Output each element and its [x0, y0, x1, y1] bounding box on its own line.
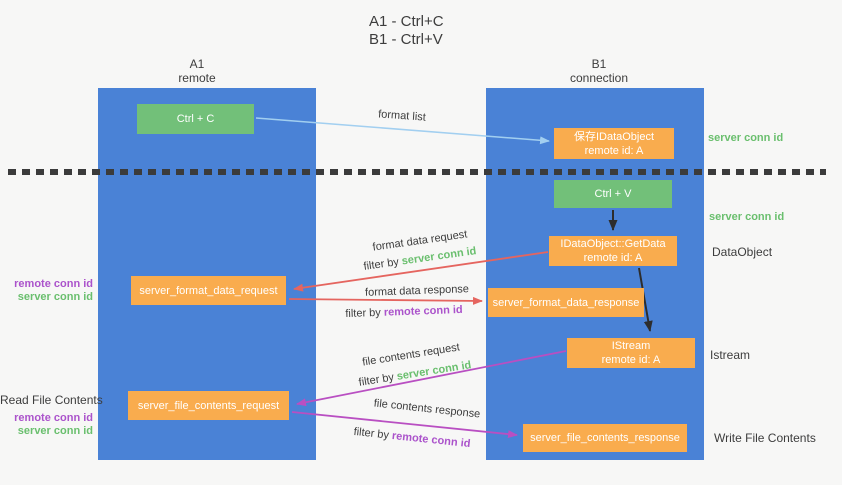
- node-save-idataobject: 保存IDataObject remote id: A: [554, 128, 674, 159]
- left-label-server-conn-id-mid: server conn id: [17, 291, 93, 303]
- left-label-remote-conn-id-bottom: remote conn id: [14, 412, 93, 424]
- right-label-server-conn-id-mid: server conn id: [709, 211, 785, 223]
- arrow-label-file-contents-response: file contents response: [373, 397, 481, 421]
- arrow-label-format-data-response: format data response: [364, 283, 470, 299]
- remote-conn-id-text: remote conn id: [383, 303, 463, 319]
- node-ctrl-c: Ctrl + C: [137, 104, 254, 134]
- column-a1-subtitle: remote: [178, 71, 216, 85]
- arrow-label-format-list: format list: [377, 108, 427, 124]
- right-label-server-conn-id-top: server conn id: [708, 132, 784, 144]
- node-server-file-contents-response: server_file_contents_response: [523, 424, 687, 452]
- node-ctrl-v: Ctrl + V: [554, 180, 672, 208]
- node-save-idataobject-line1: 保存IDataObject: [573, 130, 655, 143]
- column-b1-name: B1: [591, 57, 607, 71]
- remote-conn-id-text: remote conn id: [391, 429, 471, 451]
- filter-by-text: filter by: [357, 370, 398, 389]
- filter-by-text: filter by: [345, 306, 385, 321]
- left-label-remote-conn-id-mid: remote conn id: [14, 278, 93, 290]
- node-file-response-label: server_file_contents_response: [530, 432, 680, 444]
- node-server-format-data-response: server_format_data_response: [488, 288, 644, 317]
- filter-by-text: filter by: [362, 255, 403, 273]
- column-a1-name: A1: [189, 57, 205, 71]
- node-idataobject-getdata: IDataObject::GetData remote id: A: [549, 236, 677, 266]
- column-header-a1: A1 remote: [88, 57, 306, 85]
- node-getdata-line1: IDataObject::GetData: [560, 238, 666, 250]
- server-conn-id-text: server conn id: [395, 359, 473, 383]
- node-getdata-line2: remote id: A: [583, 252, 643, 264]
- left-label-read-file-contents: Read File Contents: [0, 393, 103, 407]
- node-istream-line2: remote id: A: [601, 354, 661, 366]
- filter-by-text: filter by: [353, 425, 393, 442]
- title-line-1: A1 - Ctrl+C: [369, 13, 444, 30]
- node-ctrl-v-label: Ctrl + V: [594, 188, 632, 200]
- arrow-format-data-response: [288, 296, 483, 305]
- node-file-request-label: server_file_contents_request: [137, 399, 280, 412]
- column-header-b1: B1 connection: [490, 57, 708, 85]
- node-ctrl-c-label: Ctrl + C: [176, 113, 215, 125]
- node-format-request-label: server_format_data_request: [139, 284, 278, 297]
- title-line-2: B1 - Ctrl+V: [369, 31, 443, 48]
- right-label-write-file-contents: Write File Contents: [714, 431, 816, 445]
- node-istream-line1: IStream: [611, 340, 651, 352]
- arrow-label-filter-by-remote-conn-id-2: filter by remote conn id: [353, 426, 471, 450]
- node-format-response-label: server_format_data_response: [492, 296, 640, 309]
- node-istream: IStream remote id: A: [567, 338, 695, 368]
- column-b1-subtitle: connection: [569, 71, 629, 85]
- left-label-server-conn-id-bottom: server conn id: [17, 425, 93, 437]
- diagram-title: A1 - Ctrl+C B1 - Ctrl+V: [369, 13, 444, 49]
- node-save-idataobject-line2: remote id: A: [584, 144, 644, 157]
- arrow-label-filter-by-remote-conn-id-1: filter by remote conn id: [345, 304, 463, 320]
- right-label-istream: Istream: [710, 348, 751, 362]
- dotted-divider-line: [8, 169, 826, 175]
- server-conn-id-text: server conn id: [400, 245, 478, 268]
- node-server-format-data-request: server_format_data_request: [131, 276, 286, 305]
- node-server-file-contents-request: server_file_contents_request: [128, 391, 289, 420]
- right-label-dataobject: DataObject: [712, 245, 773, 259]
